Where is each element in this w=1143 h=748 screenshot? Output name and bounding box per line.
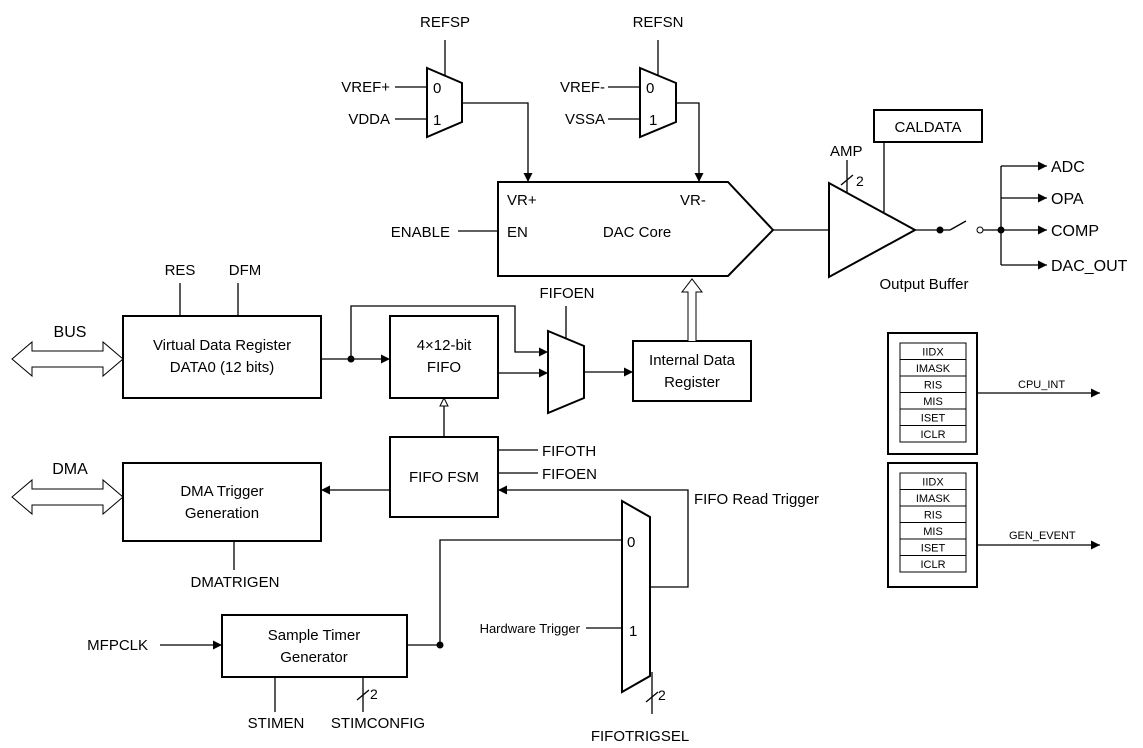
- vdr-line2: DATA0 (12 bits): [170, 359, 274, 376]
- cpu-int-label: CPU_INT: [1018, 379, 1065, 391]
- vrp-label: VR+: [507, 192, 537, 209]
- reg_cpu-row-label: ICLR: [920, 429, 945, 441]
- dma-line1: DMA Trigger: [180, 483, 263, 500]
- amp-bits-label: 2: [856, 173, 864, 189]
- fifoen-top-label: FIFOEN: [540, 285, 595, 302]
- en-label: EN: [507, 224, 528, 241]
- fsm-fifoen-label: FIFOEN: [542, 466, 597, 483]
- gen-event-label: GEN_EVENT: [1009, 530, 1076, 542]
- virtual-data-register-box: [122, 315, 322, 399]
- trigsel-bus-slash: [645, 691, 659, 703]
- gen-event-register-group: IIDX IMASK RIS MIS ISET ICLR: [887, 462, 978, 588]
- reg_gen-row-label: ICLR: [920, 559, 945, 571]
- stimconfig-bits-label: 2: [370, 686, 378, 702]
- refp-to-vrp-arrow: [462, 102, 533, 182]
- vrefn-label: VREF-: [560, 79, 605, 96]
- output-buffer-label: Output Buffer: [880, 276, 969, 293]
- read-trigger-arrow: [498, 485, 689, 588]
- reg_gen-row-label: RIS: [924, 510, 942, 522]
- output-adc: ADC: [1051, 159, 1085, 176]
- vrefp-label: VREF+: [341, 79, 390, 96]
- trigsel-bits-label: 2: [658, 687, 666, 703]
- refn-mux-in0: 0: [646, 80, 654, 97]
- sample-timer-box: [221, 614, 408, 678]
- vdda-label: VDDA: [348, 111, 390, 128]
- dma-line2: Generation: [185, 505, 259, 522]
- refn-to-vrn-arrow: [676, 102, 704, 182]
- internal-data-register-box: [632, 340, 752, 402]
- dmatrigen-label: DMATRIGEN: [191, 574, 280, 591]
- timer-line1: Sample Timer: [268, 627, 361, 644]
- fsm-label: FIFO FSM: [409, 469, 479, 486]
- refsp-label: REFSP: [420, 14, 470, 31]
- timer-to-mux-line: [439, 539, 622, 645]
- bus-label: BUS: [54, 324, 87, 341]
- reg_gen-row-label: MIS: [923, 526, 943, 538]
- idr-line1: Internal Data: [649, 352, 736, 369]
- fifo-output-mux: [547, 329, 585, 415]
- vssa-label: VSSA: [565, 111, 605, 128]
- stimconfig-label: STIMCONFIG: [331, 715, 425, 732]
- vrn-label: VR-: [680, 192, 706, 209]
- dma-double-arrow: [11, 478, 124, 516]
- reg_cpu-row-label: IMASK: [916, 363, 951, 375]
- amp-bus-slash: [840, 174, 854, 186]
- fifo-box: [389, 315, 499, 399]
- stimconfig-bus-slash: [356, 689, 370, 701]
- output-buffer-triangle: [828, 181, 918, 279]
- reg_cpu-row-label: RIS: [924, 380, 942, 392]
- stimen-label: STIMEN: [248, 715, 305, 732]
- caldata-box: [873, 109, 983, 143]
- trigger-select-mux: [621, 499, 651, 694]
- output-dac-out: DAC_OUT: [1051, 258, 1128, 275]
- idr-line2: Register: [664, 374, 720, 391]
- refp-mux-in1: 1: [433, 112, 441, 129]
- refsn-label: REFSN: [633, 14, 684, 31]
- enable-label: ENABLE: [391, 224, 450, 241]
- refp-mux-in0: 0: [433, 80, 441, 97]
- fifo-read-trigger-label: FIFO Read Trigger: [694, 491, 819, 508]
- fifo-bypass-arrow: [350, 305, 548, 359]
- cpu-int-register-group: IIDX IMASK RIS MIS ISET ICLR: [887, 332, 978, 455]
- res-label: RES: [165, 262, 196, 279]
- reg_cpu-row-iclr: [899, 425, 967, 443]
- dma-trigger-box: [122, 462, 322, 542]
- reg_gen-row-iclr: [899, 555, 967, 573]
- fifotrigsel-label: FIFOTRIGSEL: [591, 728, 689, 745]
- fifoth-label: FIFOTH: [542, 443, 596, 460]
- bus-double-arrow: [11, 340, 124, 378]
- reg_cpu-row-label: IIDX: [922, 347, 944, 359]
- output-switch: [949, 220, 967, 231]
- fifo-line1: 4×12-bit: [417, 337, 472, 354]
- reg_cpu-row-label: MIS: [923, 396, 943, 408]
- mfpclk-label: MFPCLK: [87, 637, 148, 654]
- dfm-label: DFM: [229, 262, 262, 279]
- caldata-label: CALDATA: [895, 119, 962, 136]
- output-comp: COMP: [1051, 223, 1099, 240]
- amp-label: AMP: [830, 143, 863, 160]
- trig-mux-in0: 0: [627, 534, 635, 551]
- fsm-to-fifo-arrow: [439, 396, 449, 407]
- reg_gen-row-label: IMASK: [916, 493, 951, 505]
- reg_cpu-row-label: ISET: [921, 413, 946, 425]
- dac-core-block: [497, 181, 775, 277]
- timer-line2: Generator: [280, 649, 348, 666]
- reg_gen-row-label: IIDX: [922, 477, 944, 489]
- refn-mux-in1: 1: [649, 112, 657, 129]
- hardware-trigger-label: Hardware Trigger: [480, 621, 581, 636]
- refp-mux: [426, 66, 463, 139]
- switch-contact: [976, 226, 984, 234]
- dma-bus-label: DMA: [52, 461, 88, 478]
- trig-mux-in1: 1: [629, 623, 637, 640]
- idr-to-dac-arrow: [680, 278, 704, 341]
- output-opa: OPA: [1051, 191, 1084, 208]
- reg_gen-row-label: ISET: [921, 543, 946, 555]
- dac-core-label: DAC Core: [603, 224, 671, 241]
- fifo-line2: FIFO: [427, 359, 461, 376]
- vdr-line1: Virtual Data Register: [153, 337, 291, 354]
- refn-mux: [639, 66, 677, 139]
